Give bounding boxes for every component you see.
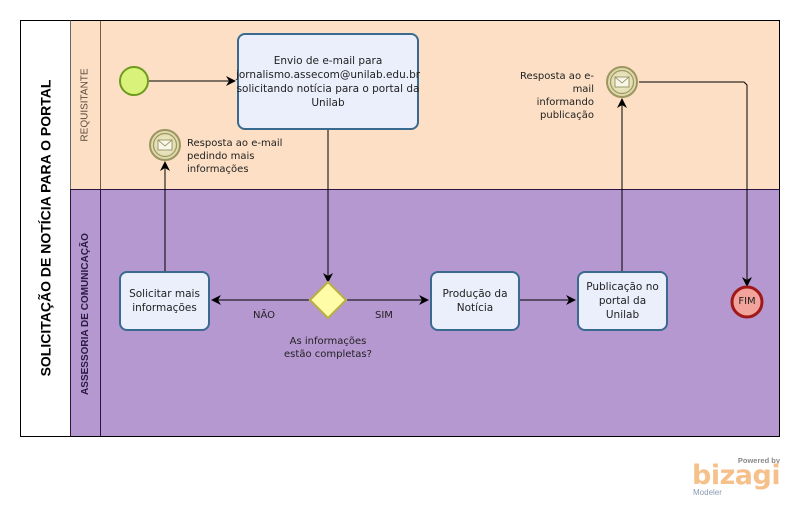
flow-label-sim: SIM [375,310,393,321]
gateway-label: As informações estão completas? [284,336,372,360]
task-producao-noticia[interactable]: Produção da Notícia [430,271,520,331]
task-solicitar-informacoes[interactable]: Solicitar mais informações [119,271,210,331]
message-event-more-info[interactable] [149,129,181,161]
task-label: Envio de e-mail para jornalismo.assecom@… [235,54,421,109]
end-event-label: FIM [738,296,756,307]
message-event-published-label: Resposta ao e-mail informando publicação [520,71,594,121]
bizagi-logo: bizagi [692,460,781,491]
task-label: Produção da Notícia [442,288,508,314]
powered-by-text: Powered by [737,456,780,465]
task-label: Solicitar mais informações [129,288,200,314]
lane-label-column: REQUISITANTE [71,21,101,189]
start-event[interactable] [119,66,149,96]
end-event[interactable] [730,285,764,319]
lane-requisitante: REQUISITANTE [70,20,780,189]
task-envio-email[interactable]: Envio de e-mail para jornalismo.assecom@… [235,33,421,130]
flow-msg2-to-end[interactable] [639,81,752,287]
exclusive-gateway[interactable] [308,280,348,320]
task-label: Publicação no portal da Unilab [586,281,659,321]
flow-label-nao: NÃO [253,310,276,321]
bizagi-branding: Powered by bizagi Modeler [692,456,781,497]
envelope-icon [157,139,173,151]
message-event-more-info-label: Resposta ao e-mail pedindo mais informaç… [187,138,283,175]
modeler-text: Modeler [693,488,722,497]
message-event-published[interactable] [606,66,638,98]
task-publicacao-portal[interactable]: Publicação no portal da Unilab [577,271,668,331]
envelope-icon [614,76,630,88]
lane-label-column: ASSESSORIA DE COMUNICAÇÃO [71,190,101,436]
